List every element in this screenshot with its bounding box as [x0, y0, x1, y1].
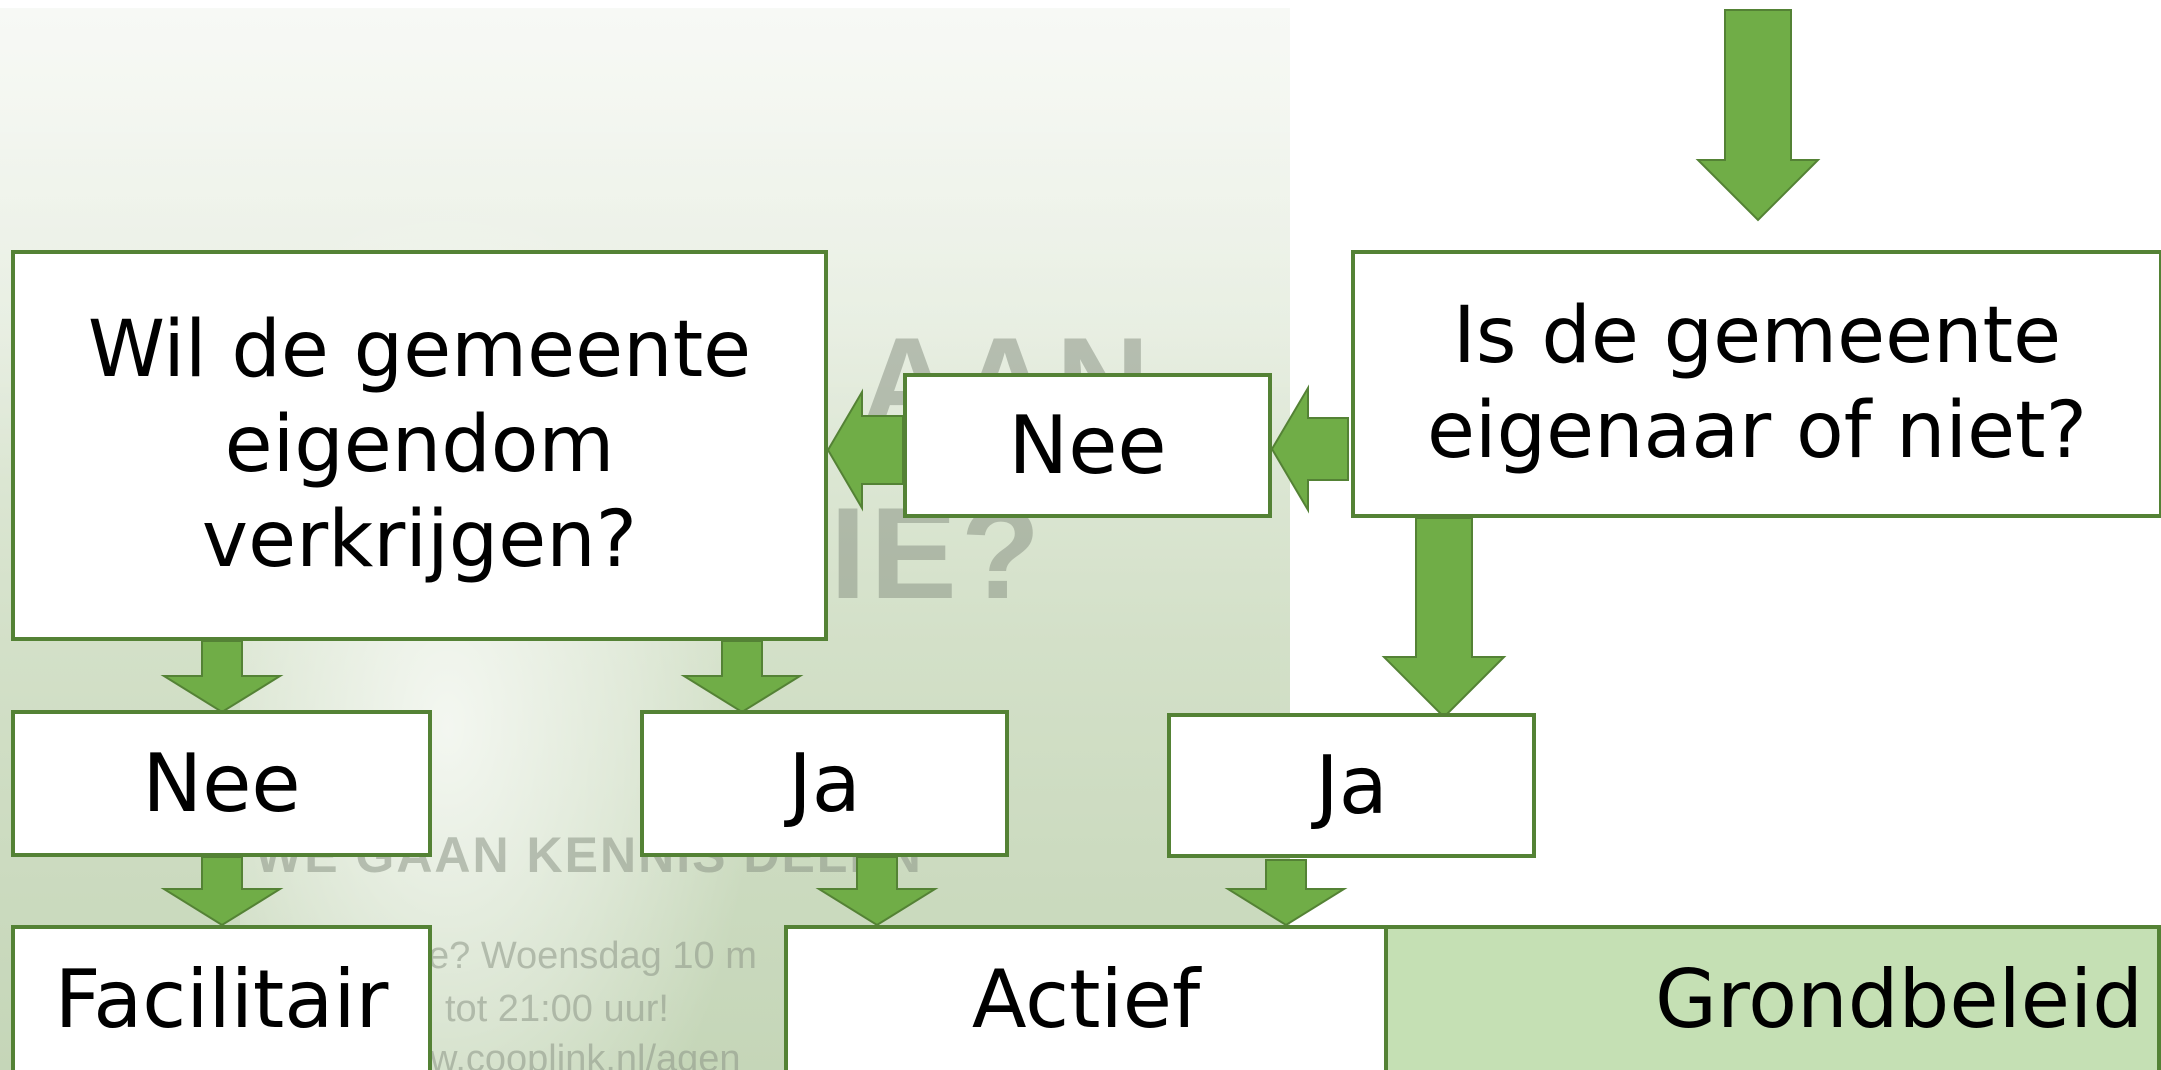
ghost-info-line3: w.cooplink.nl/agen [430, 1038, 741, 1070]
answer-yes-owner-box: Ja [1167, 713, 1536, 858]
question-acquire-box: Wil de gemeente eigendom verkrijgen? [11, 250, 828, 641]
question-acquire-text: Wil de gemeente eigendom verkrijgen? [87, 304, 752, 586]
question-owner-text: Is de gemeente eigenaar of niet? [1426, 290, 2088, 476]
result-grondbeleid-text: Grondbeleid [1654, 952, 2143, 1046]
answer-yes-owner-text: Ja [1315, 738, 1388, 832]
result-actief-text: Actief [971, 952, 1201, 1046]
arrow-ja-owner-to-actief [1224, 859, 1348, 927]
background-photo: AAN IE? WE GAAN KENNIS DELEN e? Woensdag… [0, 8, 1290, 1070]
arrow-top-down [1695, 9, 1821, 222]
arrow-nee-to-acquire [826, 388, 904, 512]
answer-no-owner-box: Nee [903, 373, 1272, 518]
ghost-info-line2: tot 21:00 uur! [445, 988, 669, 1030]
arrow-owner-to-ja [1381, 517, 1507, 719]
answer-no-acquire-text: Nee [142, 736, 301, 830]
answer-no-owner-text: Nee [1008, 398, 1167, 492]
arrow-acquire-to-ja [680, 640, 804, 714]
arrow-nee-to-facilitair [160, 856, 284, 927]
answer-yes-acquire-box: Ja [640, 710, 1009, 857]
result-facilitair-text: Facilitair [54, 952, 389, 1046]
arrow-acquire-to-nee [160, 640, 284, 714]
answer-no-acquire-box: Nee [11, 710, 432, 857]
result-grondbeleid-box: Grondbeleid [1384, 925, 2161, 1070]
ghost-info-line1: e? Woensdag 10 m [428, 935, 757, 977]
answer-yes-acquire-text: Ja [788, 736, 861, 830]
result-facilitair-box: Facilitair [11, 925, 432, 1070]
question-owner-box: Is de gemeente eigenaar of niet? [1351, 250, 2161, 518]
arrow-owner-to-nee [1270, 384, 1349, 514]
arrow-ja-to-actief [815, 856, 939, 927]
result-actief-box: Actief [784, 925, 1388, 1070]
